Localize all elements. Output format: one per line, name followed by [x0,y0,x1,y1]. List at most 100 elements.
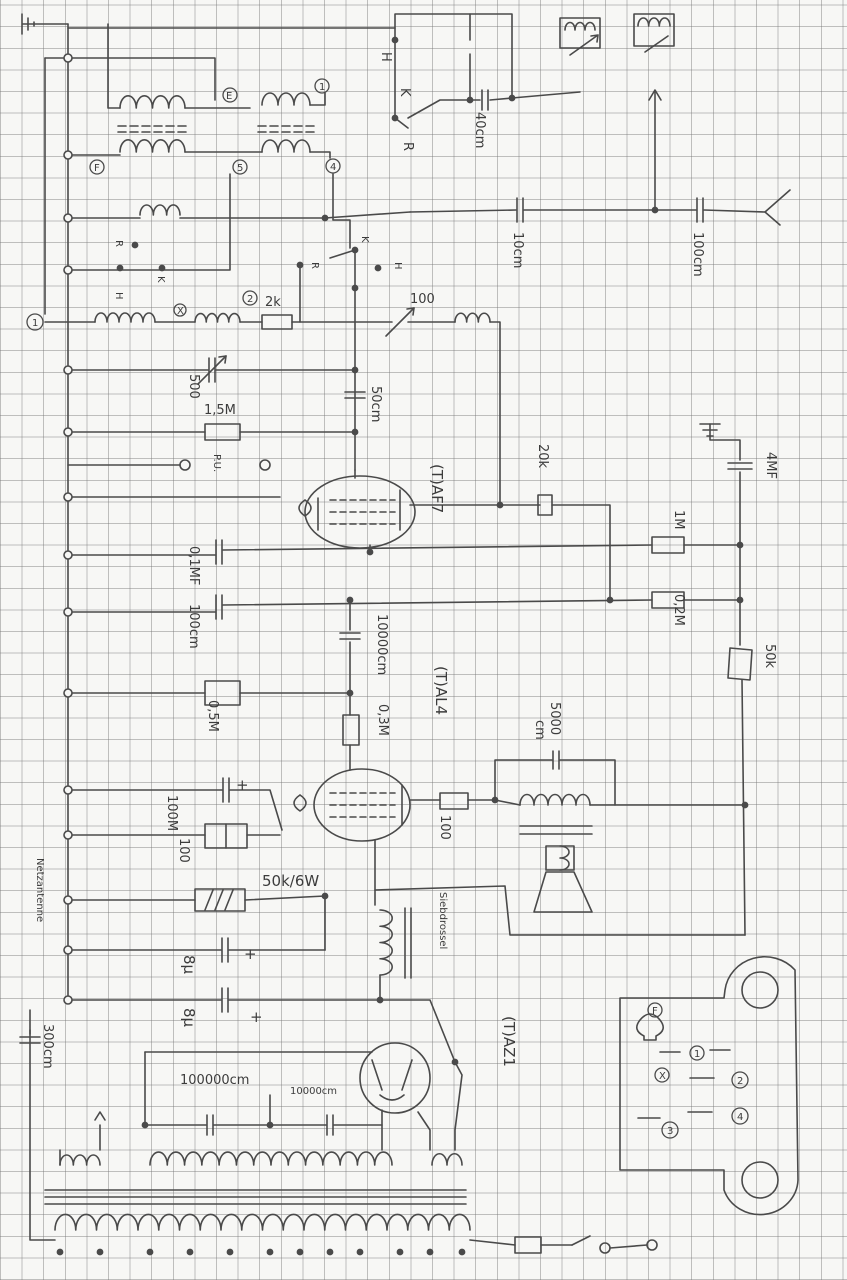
wire [469,13,513,99]
resistor [439,792,469,810]
coil [261,139,311,153]
coil [139,204,181,216]
junction-dot [391,36,399,44]
label-switch-r: R [400,142,415,151]
coil [54,1213,471,1231]
wire [333,1124,383,1151]
wire [67,173,231,271]
coil [194,312,241,323]
label-vcap-100: 100 [410,292,435,307]
wire [244,895,326,951]
junction-dot [266,1248,274,1256]
tuning-arrow [569,34,599,56]
junction-dot [346,596,354,604]
label-selector-k: K [155,276,166,283]
label-terminal-1-left: 1 [32,318,38,329]
label-terminal-1-top: 1 [319,82,325,93]
junction-dot [351,284,359,292]
terminal-node [63,150,73,160]
label-cap-300cm: 300cm [40,1024,55,1069]
label-wave-switch-k: K [359,236,370,243]
wire [494,799,521,806]
wire [417,1111,431,1151]
label-terminal-x: X [177,306,184,317]
junction-dot [508,94,516,102]
label-selector-r: R [113,240,124,247]
label-vcap-500: 500 [186,374,201,399]
wire [222,544,653,551]
wire [309,151,331,159]
mains-switch [571,1235,591,1246]
label-res-0-2m: 0,2M [671,594,686,626]
junction-dot [326,1248,334,1256]
junction-dot [651,206,659,214]
label-cap-0-1mf: 0,1MF [186,546,201,585]
wire [222,599,653,606]
wire [559,759,616,806]
variable-capacitor-arrow [197,355,227,385]
wire [67,57,216,101]
label-switch-k: K [397,88,412,97]
label-plus-1: + [236,776,249,794]
wire [29,1029,56,1241]
label-res-2k: 2k [265,295,281,310]
label-selector-h: H [113,292,124,300]
arrow-head [94,1111,106,1121]
label-terminal-5: 5 [237,163,243,174]
junction-dot [296,1248,304,1256]
label-terminal-2: 2 [247,294,253,305]
label-cap-10000cm-filter: 10000cm [290,1086,337,1097]
junction-dot [96,1248,104,1256]
label-socket-pin-1: 1 [694,1049,700,1060]
tube-al4-envelope [313,768,411,842]
resistor [514,1236,542,1254]
label-socket-pin-4: 4 [737,1112,743,1123]
label-terminal-f: F [94,163,100,174]
ground-symbol [21,13,69,35]
socket-pin-ring-1 [689,1045,705,1061]
terminal-ring-4 [325,158,341,174]
variable-capacitor-arrowhead [218,355,227,364]
tuning-arrow [644,35,669,53]
coil [149,1151,393,1166]
terminal-node [63,688,73,698]
wire [709,423,741,461]
label-wave-switch-r: R [309,262,320,269]
tube-electrodes [293,784,403,826]
junction-dot [356,1248,364,1256]
label-choke: Siebdrossel [437,892,448,949]
label-cap-10000cm: 10000cm [374,614,389,675]
coil [379,909,393,976]
wire [409,209,517,213]
label-cap-8u-2: 8µ [180,1008,198,1028]
wire [228,999,456,1063]
coil [519,793,591,806]
label-res-20k: 20k [535,444,550,469]
terminal-ring-1-top [314,78,330,94]
label-tube-al4: (T)AL4 [432,666,450,715]
socket-pin-ring-3 [661,1121,679,1139]
wire [454,1061,463,1151]
junction-dot [321,892,329,900]
resistor-hatch [204,889,234,911]
label-res-1m: 1M [671,510,686,530]
label-socket-pin-3: 3 [667,1126,673,1137]
junction-dot [426,1248,434,1256]
coil [564,21,596,31]
socket-mount-hole [741,1161,779,1199]
socket-pin-ring-4 [731,1107,749,1125]
schematic-drawing [19,13,799,1256]
wire [489,321,501,506]
label-res-100-cathode: 100 [176,838,191,863]
terminal-node [63,53,73,63]
label-mains-antenna: Netzantenne [34,858,45,922]
label-plus-2: + [244,945,257,963]
label-cap-100m: 100M [164,795,179,831]
tube-socket-outline [619,956,799,1216]
switch-arm [329,249,356,259]
junction-dot [351,366,359,374]
label-cap-50cm: 50cm [368,386,383,422]
terminal-node [63,830,73,840]
label-layer: 40cm H K R E 1 F 5 4 R K H K R H 10cm 10… [26,52,778,1139]
